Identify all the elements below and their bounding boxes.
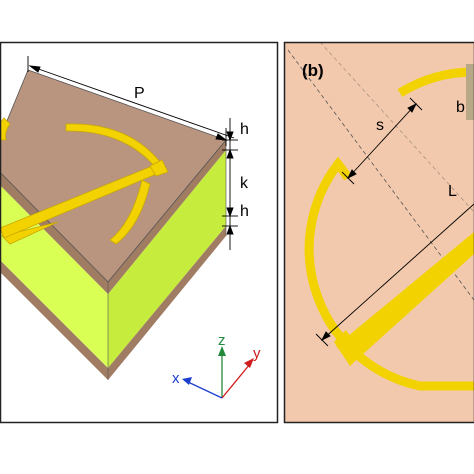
label-l: L xyxy=(448,183,457,200)
label-s: s xyxy=(376,117,384,134)
resonator-bar-end xyxy=(149,159,169,177)
dashed-diagonal-secondary xyxy=(319,42,474,213)
axis-z-label: z xyxy=(218,332,226,349)
resonator-arc-left xyxy=(304,156,474,391)
substrate-right-face xyxy=(108,150,226,368)
axis-x-label: x xyxy=(172,370,180,387)
dimension-gap xyxy=(341,97,423,185)
metal-top-face xyxy=(0,70,226,282)
resonator-bar-b xyxy=(336,232,474,364)
panel-a-border xyxy=(0,41,279,424)
label-p: P xyxy=(134,85,145,102)
dimension-width-marker xyxy=(466,64,474,120)
axis-x-line xyxy=(187,381,223,399)
resonator-arc-lower xyxy=(109,179,151,245)
resonator-a xyxy=(0,117,169,245)
axis-y-label: y xyxy=(253,345,261,362)
panel-b: s L b (b) xyxy=(283,41,474,424)
panel-a: P h k h xyxy=(0,41,279,424)
resonator-arc-bottom-left xyxy=(1,221,59,245)
resonator-arc-left xyxy=(0,117,11,141)
axis-y-line xyxy=(221,363,251,399)
substrate-front-face xyxy=(0,260,108,380)
dimension-length xyxy=(315,203,474,347)
panel-b-tag: (b) xyxy=(302,61,324,80)
label-h-bottom: h xyxy=(240,203,249,220)
metal-bottom-layer-side xyxy=(108,226,226,380)
panel-b-border xyxy=(283,41,474,424)
label-h-top: h xyxy=(240,121,249,138)
label-b: b xyxy=(456,99,465,116)
coordinate-axes xyxy=(182,346,254,399)
dimension-line-p xyxy=(29,65,235,139)
resonator-bar-end-b xyxy=(334,330,362,366)
dimension-thickness xyxy=(222,118,238,250)
dimension-period xyxy=(27,56,235,146)
label-k: k xyxy=(240,175,249,192)
